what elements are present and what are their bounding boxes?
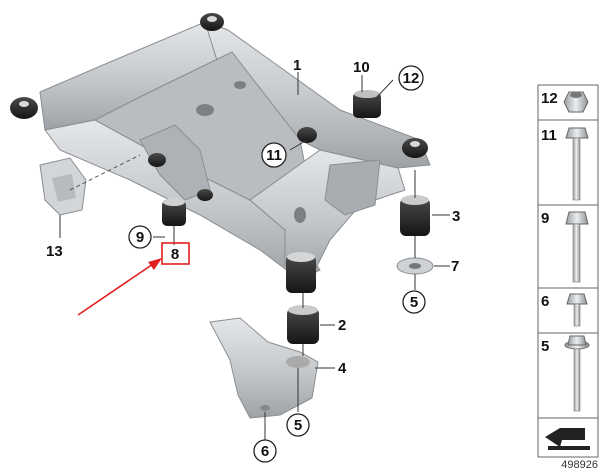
pointer-arrow-icon (545, 428, 590, 450)
callout-13: 13 (46, 243, 63, 260)
callout-5a-circle: 5 (402, 290, 426, 314)
mounting-bracket-part-4 (209, 317, 319, 440)
bushing-part-10 (353, 75, 381, 118)
washer-part-7 (396, 236, 434, 290)
callout-9-circle: 9 (128, 225, 152, 249)
bushing-part-8 (162, 198, 186, 245)
callout-7: 7 (451, 258, 459, 275)
hex-nut-icon (563, 91, 589, 113)
callout-3: 3 (452, 208, 460, 225)
bushing-part-2 (287, 293, 319, 344)
long-bolt-icon (565, 127, 589, 201)
callout-6: 6 (261, 443, 269, 460)
callout-12-circle: 12 (398, 65, 424, 91)
legend-label-11: 11 (541, 127, 557, 144)
callout-9: 9 (136, 229, 144, 246)
callout-4: 4 (338, 360, 347, 377)
legend-label-5: 5 (541, 338, 549, 355)
leader-lines (59, 72, 450, 369)
legend-label-9: 9 (541, 210, 549, 227)
washer-bolt-icon (564, 335, 590, 412)
callout-5a: 5 (410, 294, 418, 311)
callout-10: 10 (353, 59, 370, 76)
callout-12: 12 (403, 70, 420, 87)
bushing-part-3 (400, 170, 430, 236)
red-arrow (77, 258, 162, 316)
callout-5b: 5 (294, 417, 302, 434)
heat-shield-bracket (39, 157, 87, 216)
callout-1: 1 (293, 57, 301, 74)
callout-6-circle: 6 (253, 439, 277, 463)
legend-label-12: 12 (541, 90, 558, 107)
flange-bolt-icon (565, 211, 589, 283)
reference-number: 498926 (561, 459, 598, 471)
leader-line (69, 154, 141, 191)
legend-label-6: 6 (541, 293, 549, 310)
callout-11: 11 (266, 147, 282, 164)
fastener-legend-panel: 12 11 9 6 5 (537, 84, 599, 458)
callout-8: 8 (171, 246, 179, 263)
callout-2: 2 (338, 317, 346, 334)
short-bolt-icon (566, 293, 588, 327)
callout-5b-circle: 5 (286, 413, 310, 437)
callout-8-highlight: 8 (161, 242, 190, 265)
callout-11-circle: 11 (261, 142, 287, 168)
rear-axle-subframe (10, 13, 431, 293)
